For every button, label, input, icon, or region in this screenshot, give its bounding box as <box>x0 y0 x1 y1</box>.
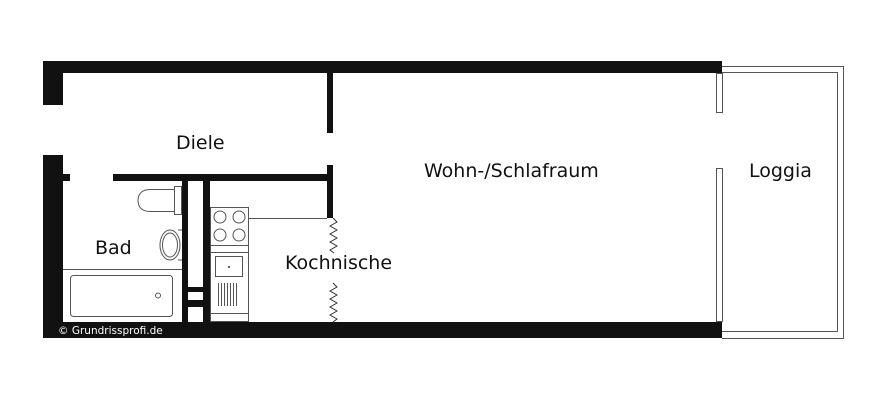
shaft-bar-1 <box>188 287 203 292</box>
wall-bad-right <box>182 174 188 322</box>
wall-stub-left <box>63 174 70 181</box>
wall-bottom <box>43 322 722 338</box>
stove-icon <box>210 207 249 246</box>
room-label-loggia: Loggia <box>749 160 812 182</box>
wall-top <box>43 61 722 73</box>
curtain-upper <box>328 217 339 254</box>
wall-diele-lower-partition <box>327 165 333 218</box>
loggia-windows <box>716 73 723 322</box>
wall-left-lower <box>43 155 63 338</box>
railing-outer <box>722 66 844 339</box>
curtain-lower <box>328 282 339 323</box>
loggia-railing <box>722 66 844 339</box>
room-label-wohn-schlafraum: Wohn-/Schlafraum <box>424 160 599 182</box>
toilet-icon <box>137 186 182 215</box>
room-label-diele: Diele <box>176 132 225 154</box>
washbasin-icon <box>159 229 182 261</box>
railing-inner <box>722 72 838 332</box>
interior-walls <box>113 73 333 322</box>
kitchen-sink-icon <box>210 252 249 314</box>
wall-left-upper <box>43 61 63 105</box>
room-label-kochnische: Kochnische <box>285 252 392 274</box>
wall-diele-upper-partition <box>327 73 333 133</box>
shaft-bar-2 <box>188 300 203 307</box>
copyright-notice: © Grundrissprofi.de <box>58 325 163 337</box>
window-frame-upper <box>716 73 723 113</box>
kitchen-fixtures <box>210 207 327 322</box>
wall-shaft-right <box>203 174 210 322</box>
exterior-walls <box>43 61 722 338</box>
bathroom-fixtures <box>63 186 182 317</box>
bathtub-icon <box>63 269 182 317</box>
window-frame-lower <box>716 168 723 322</box>
curtain-divider <box>328 217 339 323</box>
wall-bad-top <box>113 174 333 181</box>
room-label-bad: Bad <box>95 237 132 259</box>
